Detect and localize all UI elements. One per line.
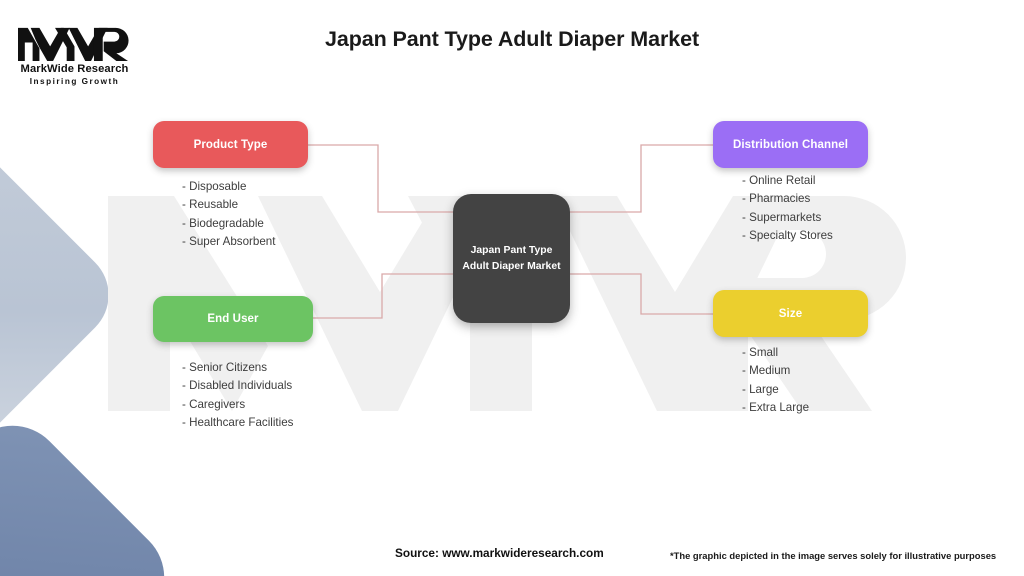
list-item: - Healthcare Facilities [182, 415, 294, 429]
node-size-label: Size [778, 307, 803, 320]
node-product-type[interactable]: Product Type [153, 121, 308, 168]
list-end-user: - Senior Citizens - Disabled Individuals… [182, 359, 293, 432]
node-distribution-channel[interactable]: Distribution Channel [713, 121, 868, 168]
list-item: - Disposable [182, 180, 247, 193]
node-central-market[interactable]: Japan Pant Type Adult Diaper Market [453, 194, 570, 323]
list-item: - Small [742, 346, 779, 359]
list-item: - Super Absorbent [182, 234, 276, 248]
list-item: - Large [742, 382, 779, 396]
node-end-user[interactable]: End User [153, 296, 313, 342]
list-item: - Medium [742, 364, 791, 378]
mwr-logo-icon [18, 27, 129, 62]
node-size[interactable]: Size [713, 290, 868, 337]
list-item: - Caregivers [182, 397, 246, 411]
list-item: - Reusable [182, 198, 239, 212]
logo-tagline: Inspiring Growth [29, 77, 120, 86]
list-item: - Specialty Stores [742, 228, 833, 242]
list-item: - Extra Large [742, 400, 810, 414]
connector-end-user [313, 273, 455, 319]
central-node-line-2: Adult Diaper Market [462, 260, 561, 272]
connector-size [568, 273, 713, 315]
source-text: Source: www.markwideresearch.com [395, 546, 604, 560]
list-item: - Supermarkets [742, 210, 822, 224]
list-item: - Online Retail [742, 174, 816, 187]
list-distribution-channel: - Online Retail - Pharmacies - Supermark… [742, 172, 833, 245]
list-item: - Senior Citizens [182, 361, 268, 374]
connector-product-type [308, 144, 455, 213]
list-product-type: - Disposable - Reusable - Biodegradable … [182, 178, 275, 251]
central-node-line-1: Japan Pant Type [470, 245, 553, 257]
list-item: - Disabled Individuals [182, 379, 293, 393]
list-item: - Biodegradable [182, 216, 264, 230]
list-size: - Small - Medium - Large - Extra Large [742, 344, 809, 417]
list-item: - Pharmacies [742, 192, 811, 206]
node-end-user-label: End User [207, 313, 259, 325]
disclaimer-text: *The graphic depicted in the image serve… [670, 550, 997, 561]
connector-distribution-channel [568, 144, 713, 213]
page-title: Japan Pant Type Adult Diaper Market [324, 27, 700, 51]
logo-company-name: MarkWide Research [20, 63, 129, 75]
node-distribution-channel-label: Distribution Channel [732, 138, 849, 151]
brand-logo: MarkWide Research Inspiring Growth [18, 24, 143, 86]
node-product-type-label: Product Type [193, 138, 268, 151]
